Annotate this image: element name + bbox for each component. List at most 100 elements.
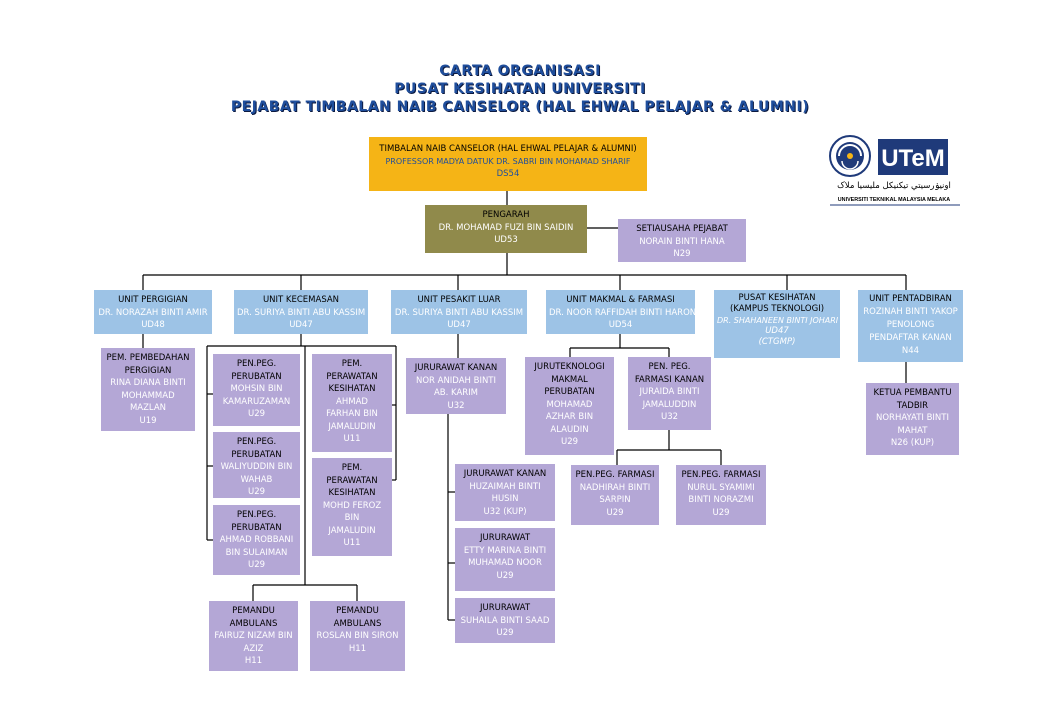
etty-grade: U29 xyxy=(496,570,514,581)
utem-emblem-icon: UTeM اونيۏرسيتي تيكنيکل مليسيا ملاک UNIV… xyxy=(829,135,960,206)
box-unit-makmal: UNIT MAKMAL & FARMASI DR. NOOR RAFFIDAH … xyxy=(546,290,695,334)
mohsin-grade: U29 xyxy=(247,409,266,419)
mohsin-title2: PERUBATAN xyxy=(231,371,282,382)
box-unit-pesakit-luar: UNIT PESAKIT LUAR DR. SURIYA BINTI ABU K… xyxy=(391,290,527,334)
pembedahan-name1: RINA DIANA BINTI xyxy=(110,378,186,388)
fairuz-grade: H11 xyxy=(244,656,263,666)
juruteknologi-title2: MAKMAL xyxy=(551,374,588,385)
unit-makmal-title: UNIT MAKMAL & FARMASI xyxy=(566,295,675,305)
unit-makmal-head: DR. NOOR RAFFIDAH BINTI HARON xyxy=(549,307,695,318)
pembedahan-name2: MOHAMMAD xyxy=(121,390,175,401)
box-tnc: TIMBALAN NAIB CANSELOR (HAL EHWAL PELAJA… xyxy=(369,137,647,191)
pengarah-name: DR. MOHAMAD FUZI BIN SAIDIN xyxy=(438,222,574,233)
juraida-name2: JAMALUDDIN xyxy=(642,399,697,410)
ketua-grade: N26 (KUP) xyxy=(890,438,935,448)
mohsin-name1: MOHSIN BIN xyxy=(230,384,283,394)
nadhirah-grade: U29 xyxy=(606,507,624,518)
box-jk-huzaimah: JURURAWAT KANAN HUZAIMAH BINTI HUSIN U32… xyxy=(455,464,555,521)
box-farmasi-nadhirah: PEN.PEG. FARMASI NADHIRAH BINTI SARPIN U… xyxy=(571,465,659,525)
box-penpeg-waliyuddin: PEN.PEG. PERUBATAN WALIYUDDIN BIN WAHAB … xyxy=(213,432,300,498)
box-jr-suhaila: JURURAWAT SUHAILA BINTI SAAD U29 xyxy=(455,598,555,643)
huzaimah-name1: HUZAIMAH BINTI xyxy=(469,481,541,492)
pembedahan-name3: MAZLAN xyxy=(129,403,167,413)
juraida-title2: FARMASI KANAN xyxy=(634,374,705,385)
pusat-campus: (KAMPUS TEKNOLOGI) xyxy=(729,304,825,314)
setiausaha-name: NORAIN BINTI HANA xyxy=(639,236,725,247)
box-pemandu-fairuz: PEMANDU AMBULANS FAIRUZ NIZAM BIN AZIZ H… xyxy=(209,601,298,671)
unit-pentadbiran-grade: N44 xyxy=(901,346,920,356)
pembedahan-grade: U19 xyxy=(139,415,157,426)
box-pengarah: PENGARAH DR. MOHAMAD FUZI BIN SAIDIN UD5… xyxy=(425,205,587,253)
nurul-name1: NURUL SYAMIMI xyxy=(687,482,755,493)
pembedahan-title: PEM. PEMBEDAHAN xyxy=(106,353,190,363)
utem-logo: UTeM اونيۏرسيتي تيكنيکل مليسيا ملاک UNIV… xyxy=(826,134,962,208)
setiausaha-grade: N29 xyxy=(673,249,691,259)
waliyuddin-name1: WALIYUDDIN BIN xyxy=(220,462,293,472)
unit-pesakit-grade: UD47 xyxy=(447,320,471,330)
nurul-title: PEN.PEG. FARMASI xyxy=(681,470,761,480)
box-farmasi-nurul: PEN.PEG. FARMASI NURUL SYAMIMI BINTI NOR… xyxy=(676,465,766,525)
anidah-title: JURURAWAT KANAN xyxy=(414,363,498,373)
box-penpeg-robbani: PEN.PEG. PERUBATAN AHMAD ROBBANI BIN SUL… xyxy=(213,505,300,575)
robbani-title1: PEN.PEG. xyxy=(236,510,277,520)
chart-office-title: PEJABAT TIMBALAN NAIB CANSELOR (HAL EHWA… xyxy=(230,99,810,115)
pengarah-title: PENGARAH xyxy=(482,210,530,220)
juraida-grade: U32 xyxy=(660,412,679,422)
box-pusat-kesihatan: PUSAT KESIHATAN (KAMPUS TEKNOLOGI) DR. S… xyxy=(714,290,840,358)
farhan-name1: AHMAD xyxy=(336,396,368,407)
farhan-grade: U11 xyxy=(343,434,361,444)
waliyuddin-title2: PERUBATAN xyxy=(231,449,282,460)
robbani-title2: PERUBATAN xyxy=(231,522,282,533)
feroz-title3: KESIHATAN xyxy=(328,488,376,498)
ketua-title2: TADBIR xyxy=(896,400,929,411)
roslan-grade: H11 xyxy=(348,643,367,654)
unit-kecemasan-grade: UD47 xyxy=(289,320,313,330)
unit-pentadbiran-role1: PENOLONG xyxy=(886,320,935,330)
unit-pergigian-title: UNIT PERGIGIAN xyxy=(118,295,188,305)
unit-pentadbiran-role2: PENDAFTAR KANAN xyxy=(869,333,952,343)
farhan-title3: KESIHATAN xyxy=(328,384,376,394)
chart-title: CARTA ORGANISASI xyxy=(439,63,601,79)
waliyuddin-title1: PEN.PEG. xyxy=(236,437,277,447)
fairuz-title1: PEMANDU xyxy=(232,606,275,616)
robbani-name1: AHMAD ROBBANI xyxy=(219,535,294,545)
fairuz-title2: AMBULANS xyxy=(229,618,278,629)
unit-pentadbiran-head: ROZINAH BINTI YAKOP xyxy=(863,307,958,317)
feroz-title2: PERAWATAN xyxy=(326,475,378,486)
box-farmasi-kanan: PEN. PEG. FARMASI KANAN JURAIDA BINTI JA… xyxy=(628,357,711,430)
pembedahan-title2: PERGIGIAN xyxy=(124,365,172,376)
chart-subtitle: PUSAT KESIHATAN UNIVERSITI xyxy=(394,81,646,97)
ketua-title1: KETUA PEMBANTU xyxy=(873,388,952,398)
chart-header: CARTA ORGANISASI PUSAT KESIHATAN UNIVERS… xyxy=(0,62,1040,116)
ketua-name1: NORHAYATI BINTI xyxy=(876,413,949,423)
box-unit-kecemasan: UNIT KECEMASAN DR. SURIYA BINTI ABU KASS… xyxy=(234,290,368,334)
box-penpeg-mohsin: PEN.PEG. PERUBATAN MOHSIN BIN KAMARUZAMA… xyxy=(213,354,300,426)
setiausaha-title: SETIAUSAHA PEJABAT xyxy=(636,224,728,234)
juraida-name1: JURAIDA BINTI xyxy=(639,387,700,397)
fairuz-name1: FAIRUZ NIZAM BIN xyxy=(214,631,293,641)
box-juruteknologi: JURUTEKNOLOGI MAKMAL PERUBATAN MOHAMAD A… xyxy=(525,357,614,455)
nurul-grade: U29 xyxy=(712,507,730,518)
ketua-name2: MAHAT xyxy=(897,425,928,436)
pusat-code: (CTGMP) xyxy=(758,337,796,347)
feroz-grade: U11 xyxy=(343,538,361,548)
suhaila-name: SUHAILA BINTI SAAD xyxy=(460,615,550,626)
robbani-name2: BIN SULAIMAN xyxy=(225,547,288,558)
huzaimah-title: JURURAWAT KANAN xyxy=(463,469,547,479)
nadhirah-name1: NADHIRAH BINTI xyxy=(579,482,651,493)
box-pemandu-roslan: PEMANDU AMBULANS ROSLAN BIN SIRON H11 xyxy=(310,601,405,671)
box-jk-anidah: JURURAWAT KANAN NOR ANIDAH BINTI AB. KAR… xyxy=(406,358,506,414)
unit-kecemasan-title: UNIT KECEMASAN xyxy=(262,295,340,305)
box-ketua-pembantu: KETUA PEMBANTU TADBIR NORHAYATI BINTI MA… xyxy=(866,383,959,455)
unit-pergigian-head: DR. NORAZAH BINTI AMIR xyxy=(98,307,208,318)
huzaimah-name2: HUSIN xyxy=(491,494,519,504)
waliyuddin-name2: WAHAB xyxy=(240,474,273,485)
unit-kecemasan-head: DR. SURIYA BINTI ABU KASSIM xyxy=(237,307,366,318)
box-pembedahan-pergigian: PEM. PEMBEDAHAN PERGIGIAN RINA DIANA BIN… xyxy=(101,348,195,431)
suhaila-title: JURURAWAT xyxy=(479,603,531,613)
tnc-title: TIMBALAN NAIB CANSELOR (HAL EHWAL PELAJA… xyxy=(379,144,637,154)
juruteknologi-name3: ALAUDIN xyxy=(550,424,589,435)
box-pem-farhan: PEM. PERAWATAN KESIHATAN AHMAD FARHAN BI… xyxy=(312,354,392,452)
etty-title: JURURAWAT xyxy=(479,533,531,543)
farhan-title2: PERAWATAN xyxy=(326,371,378,382)
